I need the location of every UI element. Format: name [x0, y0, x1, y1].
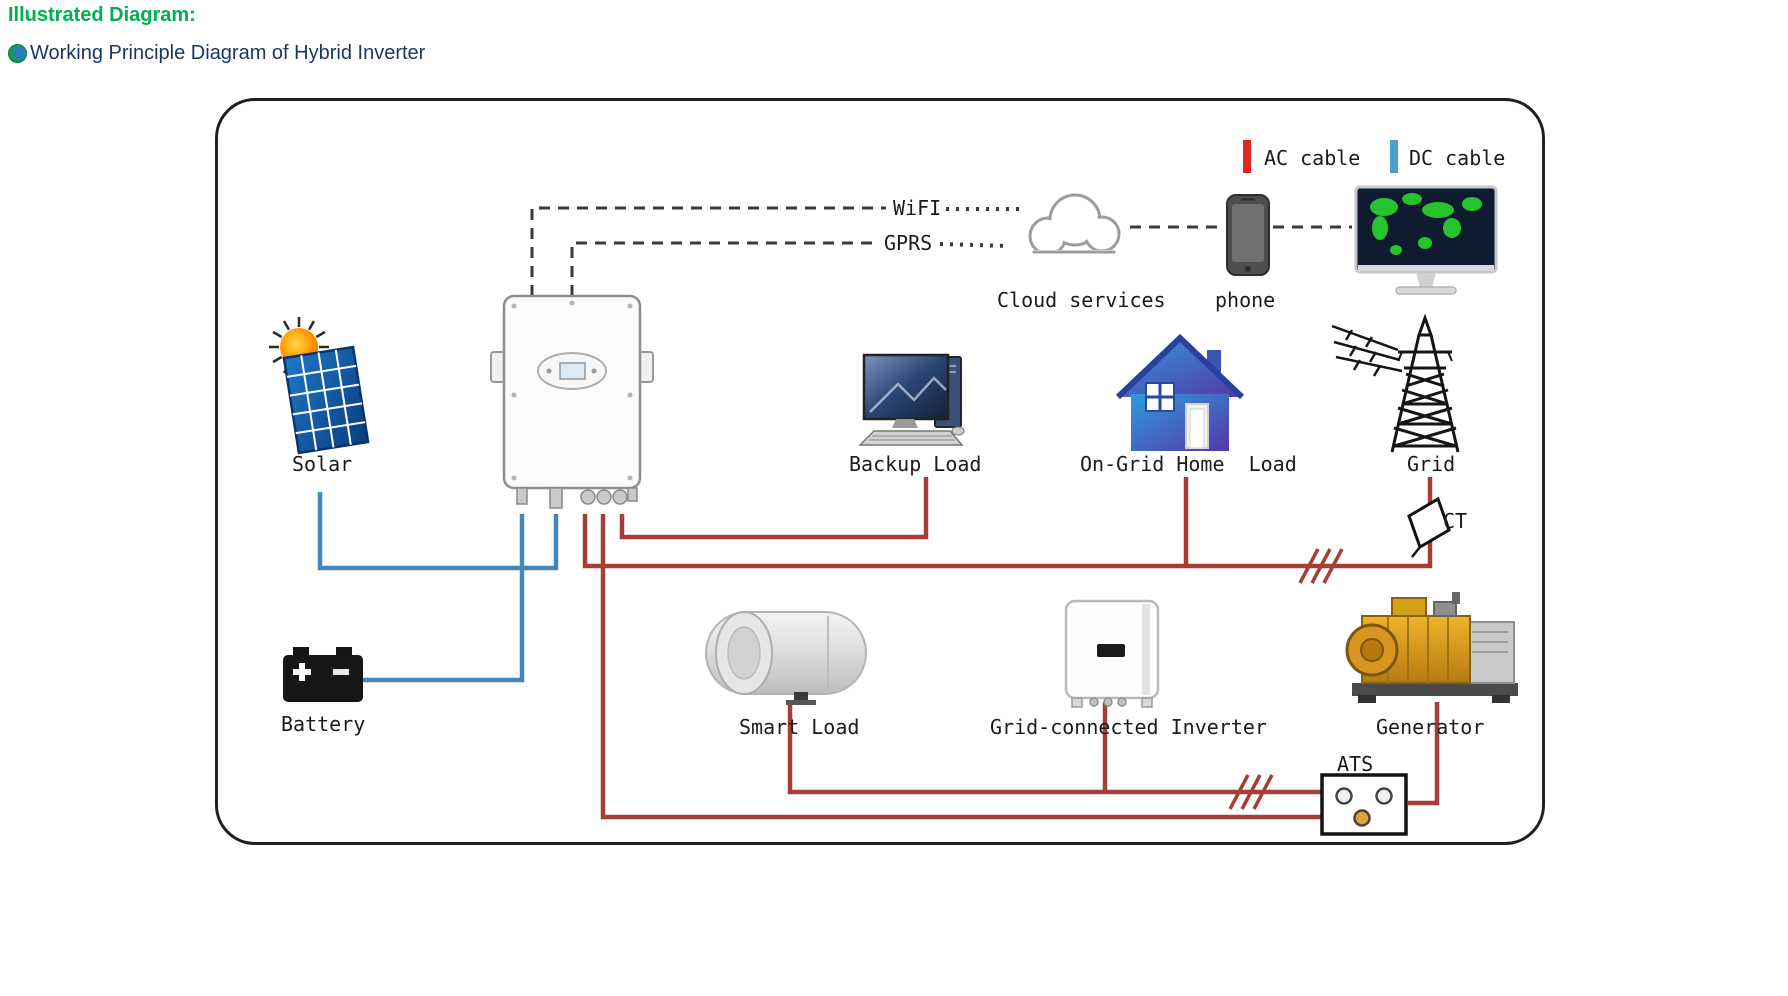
page-subheading: Working Principle Diagram of Hybrid Inve… [30, 42, 426, 64]
subheading-row: Working Principle Diagram of Hybrid Inve… [8, 42, 425, 65]
diagram-frame [215, 98, 1545, 845]
dc-line-battery [358, 514, 525, 683]
dc-cable-lines [317, 492, 559, 683]
cloud-icon [1026, 193, 1122, 268]
ac-line-bottom-bus [600, 514, 1324, 820]
ac-line-grid-bus [582, 477, 1433, 569]
grid-connected-inverter-label: Grid-connected Inverter [990, 715, 1267, 739]
ats-label: ATS [1337, 752, 1374, 776]
on-grid-home-icon [1115, 333, 1245, 451]
solar-label: Solar [292, 452, 353, 476]
globe-bullet-icon [8, 44, 27, 63]
cloud-services-label: Cloud services [997, 288, 1166, 312]
solar-icon [269, 317, 370, 455]
cable-bundle-marks [1228, 548, 1344, 810]
ct-icon [1407, 496, 1451, 558]
ac-line-generator [1408, 702, 1440, 806]
phone-label: phone [1215, 288, 1276, 312]
dc-cable-swatch [1390, 140, 1398, 173]
wifi-label: WiFI [893, 196, 942, 220]
smart-load-label: Smart Load [739, 715, 860, 739]
ct-label: CT [1443, 509, 1468, 533]
ac-line-backup-load [619, 477, 929, 540]
page-heading: Illustrated Diagram: [8, 4, 196, 26]
grid-tower-icon [1331, 313, 1460, 453]
grid-connected-inverter-icon [1064, 599, 1160, 708]
ac-line-smart-load-bus [787, 702, 1324, 795]
battery-icon [283, 647, 363, 702]
backup-load-label: Backup Load [849, 452, 982, 476]
smart-load-icon [705, 611, 867, 705]
backup-load-icon [858, 353, 965, 446]
dc-line-solar [317, 492, 559, 571]
ats-icon [1320, 773, 1408, 836]
legend-dc-label: DC cable [1409, 146, 1506, 170]
hybrid-inverter-icon [490, 294, 654, 509]
communication-lines [530, 206, 1352, 296]
generator-icon [1345, 592, 1518, 703]
gprs-label: GPRS [884, 231, 933, 255]
battery-label: Battery [281, 712, 366, 736]
on-grid-home-load-label: On-Grid Home Load [1080, 452, 1297, 476]
grid-label: Grid [1407, 452, 1456, 476]
monitor-icon [1354, 185, 1498, 295]
phone-icon [1226, 194, 1270, 276]
legend-ac-label: AC cable [1264, 146, 1361, 170]
generator-label: Generator [1376, 715, 1485, 739]
ac-cable-swatch [1243, 140, 1251, 173]
